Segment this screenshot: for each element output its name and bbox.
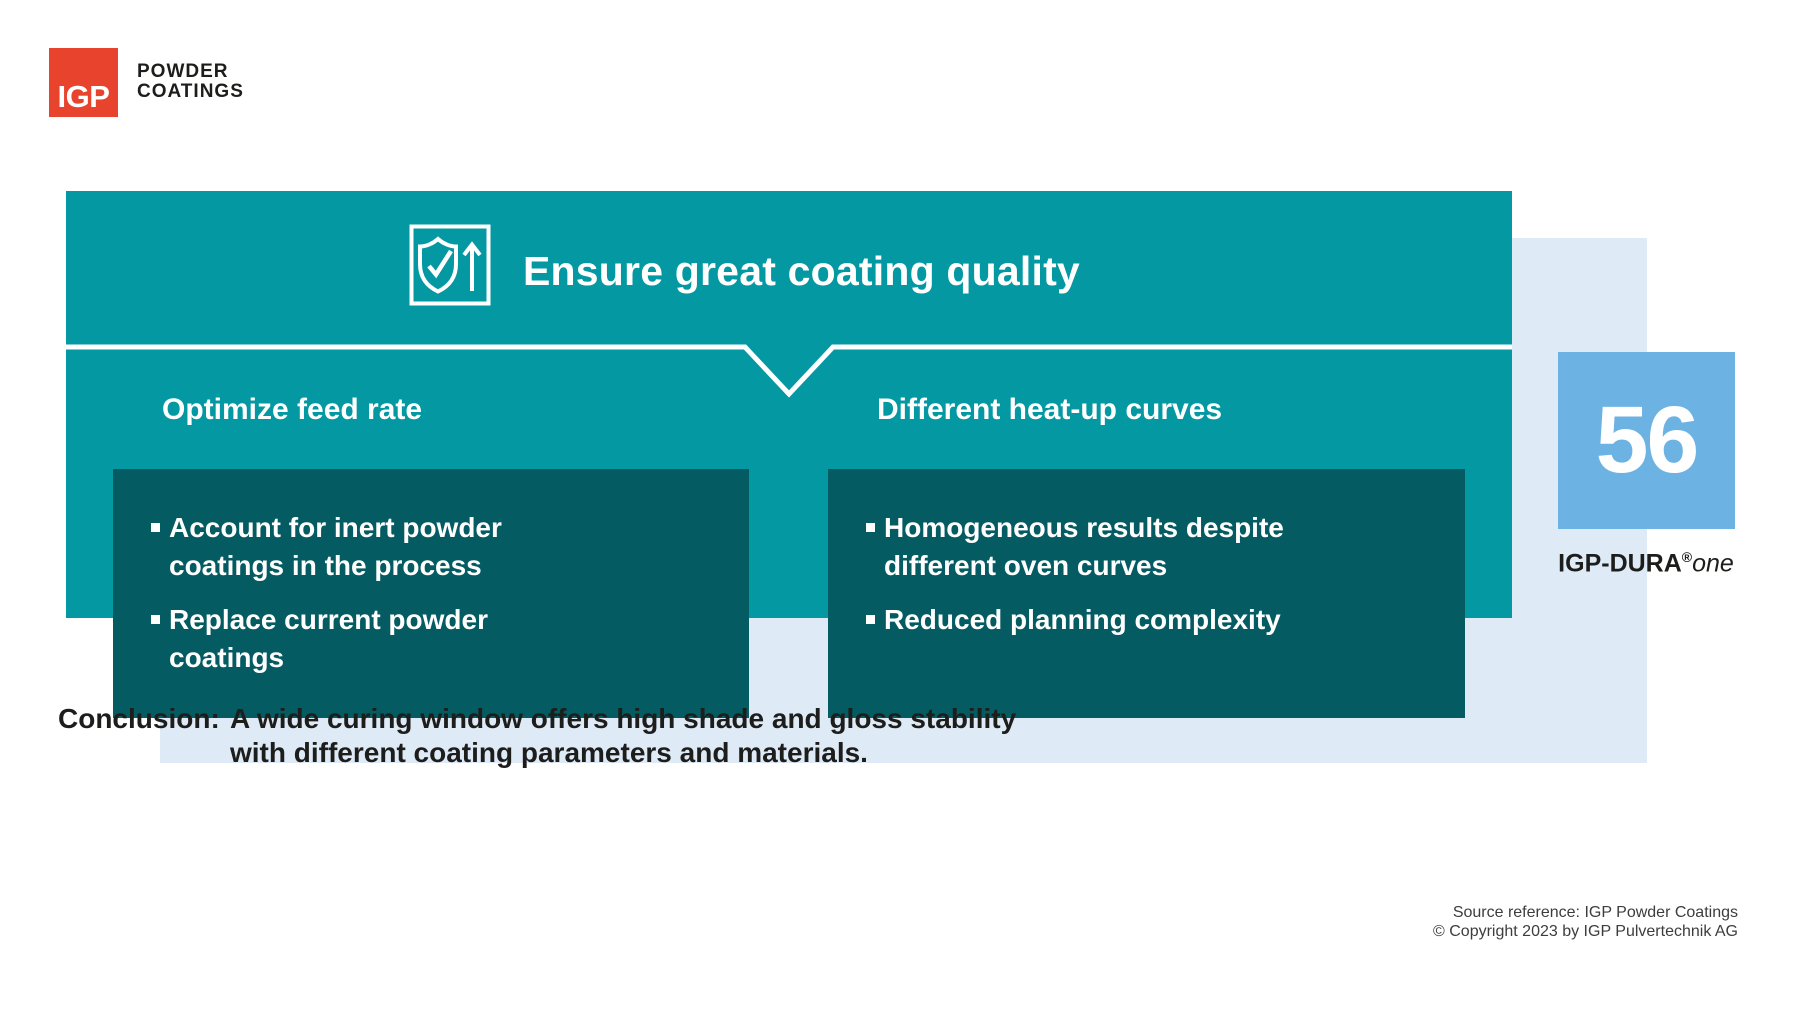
product-number-badge: 56 — [1558, 352, 1735, 529]
source-reference: Source reference: IGP Powder Coatings © … — [1433, 903, 1738, 941]
bullet-text: Account for inert powder coatings in the… — [169, 512, 502, 581]
product-name-bold: IGP-DURA — [1558, 549, 1682, 578]
bullet-text: Homogeneous results despite different ov… — [884, 512, 1284, 581]
bullet-text: Replace current powder coatings — [169, 604, 488, 673]
conclusion-text: A wide curing window offers high shade a… — [230, 702, 1016, 770]
copyright-line: © Copyright 2023 by IGP Pulvertechnik AG — [1433, 923, 1738, 940]
product-name-variant: one — [1692, 549, 1734, 578]
shield-check-up-arrow-icon — [409, 224, 491, 306]
conclusion-line1: A wide curing window offers high shade a… — [230, 703, 1017, 734]
product-number: 56 — [1595, 387, 1700, 493]
conclusion-label: Conclusion: — [58, 703, 220, 734]
column-heading-left: Optimize feed rate — [162, 393, 423, 426]
logo-wordmark-line2: COATINGS — [137, 81, 244, 102]
bullet-square-icon — [866, 523, 875, 532]
column-heading-right: Different heat-up curves — [877, 393, 1223, 426]
slide-title: Ensure great coating quality — [523, 248, 1080, 294]
bullet-item: Homogeneous results despite different ov… — [866, 509, 1445, 585]
logo-wordmark: POWDER COATINGS — [137, 62, 244, 102]
logo-mark-text: IGP — [57, 79, 110, 114]
logo-wordmark-line1: POWDER — [137, 61, 229, 82]
source-reference-line: Source reference: IGP Powder Coatings — [1452, 904, 1738, 921]
bullet-square-icon — [151, 523, 160, 532]
bullet-square-icon — [151, 615, 160, 624]
bullet-square-icon — [866, 615, 875, 624]
registered-trademark-icon: ® — [1681, 549, 1693, 565]
logo-mark: IGP — [49, 48, 118, 117]
bullet-box-left: Account for inert powder coatings in the… — [113, 469, 749, 718]
product-name: IGP-DURA®one — [1558, 542, 1734, 578]
bullet-item: Replace current powder coatings — [151, 601, 729, 677]
header-divider-notch — [66, 344, 1512, 402]
bullet-item: Account for inert powder coatings in the… — [151, 509, 729, 585]
conclusion-line2: with different coating parameters and ma… — [230, 737, 868, 768]
bullet-box-right: Homogeneous results despite different ov… — [828, 469, 1465, 718]
bullet-text: Reduced planning complexity — [884, 604, 1281, 635]
bullet-item: Reduced planning complexity — [866, 601, 1445, 639]
